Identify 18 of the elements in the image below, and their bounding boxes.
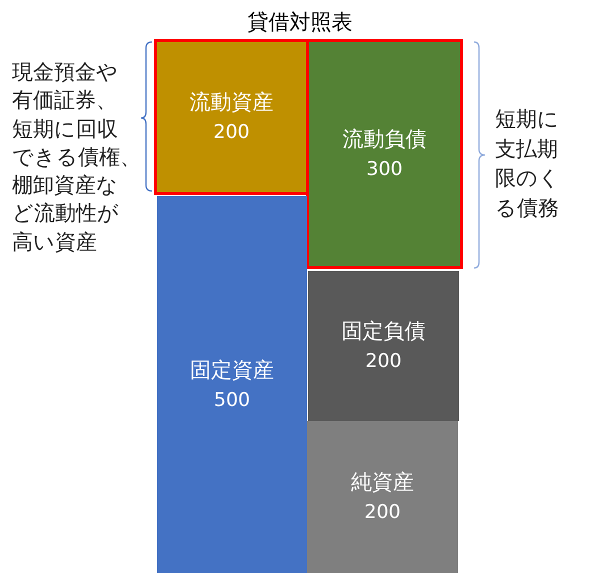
amount-value: 300 — [366, 157, 403, 182]
amount-value: 200 — [364, 500, 401, 525]
asset-block — [154, 39, 309, 195]
amount-value: 500 — [214, 388, 250, 412]
liability-block — [306, 39, 463, 269]
item-name: 純資産 — [351, 469, 414, 496]
annotation-text: 短期に支払期限のくる債務 — [495, 106, 561, 222]
amount-value: 200 — [213, 120, 250, 145]
asset-block — [157, 196, 307, 573]
title: 貸借対照表 — [248, 9, 352, 36]
item-name: 流動資産 — [190, 89, 274, 116]
amount-value: 200 — [365, 349, 402, 374]
item-name: 流動負債 — [342, 126, 426, 153]
item-name: 固定資産 — [190, 356, 274, 384]
annotation-text: 現金預金や有価証券、短期に回収できる債権、棚卸資産など流動性が高い資産 — [12, 59, 141, 256]
liability-block — [308, 271, 459, 421]
item-name: 固定負債 — [342, 318, 426, 345]
equity-block — [307, 421, 458, 573]
